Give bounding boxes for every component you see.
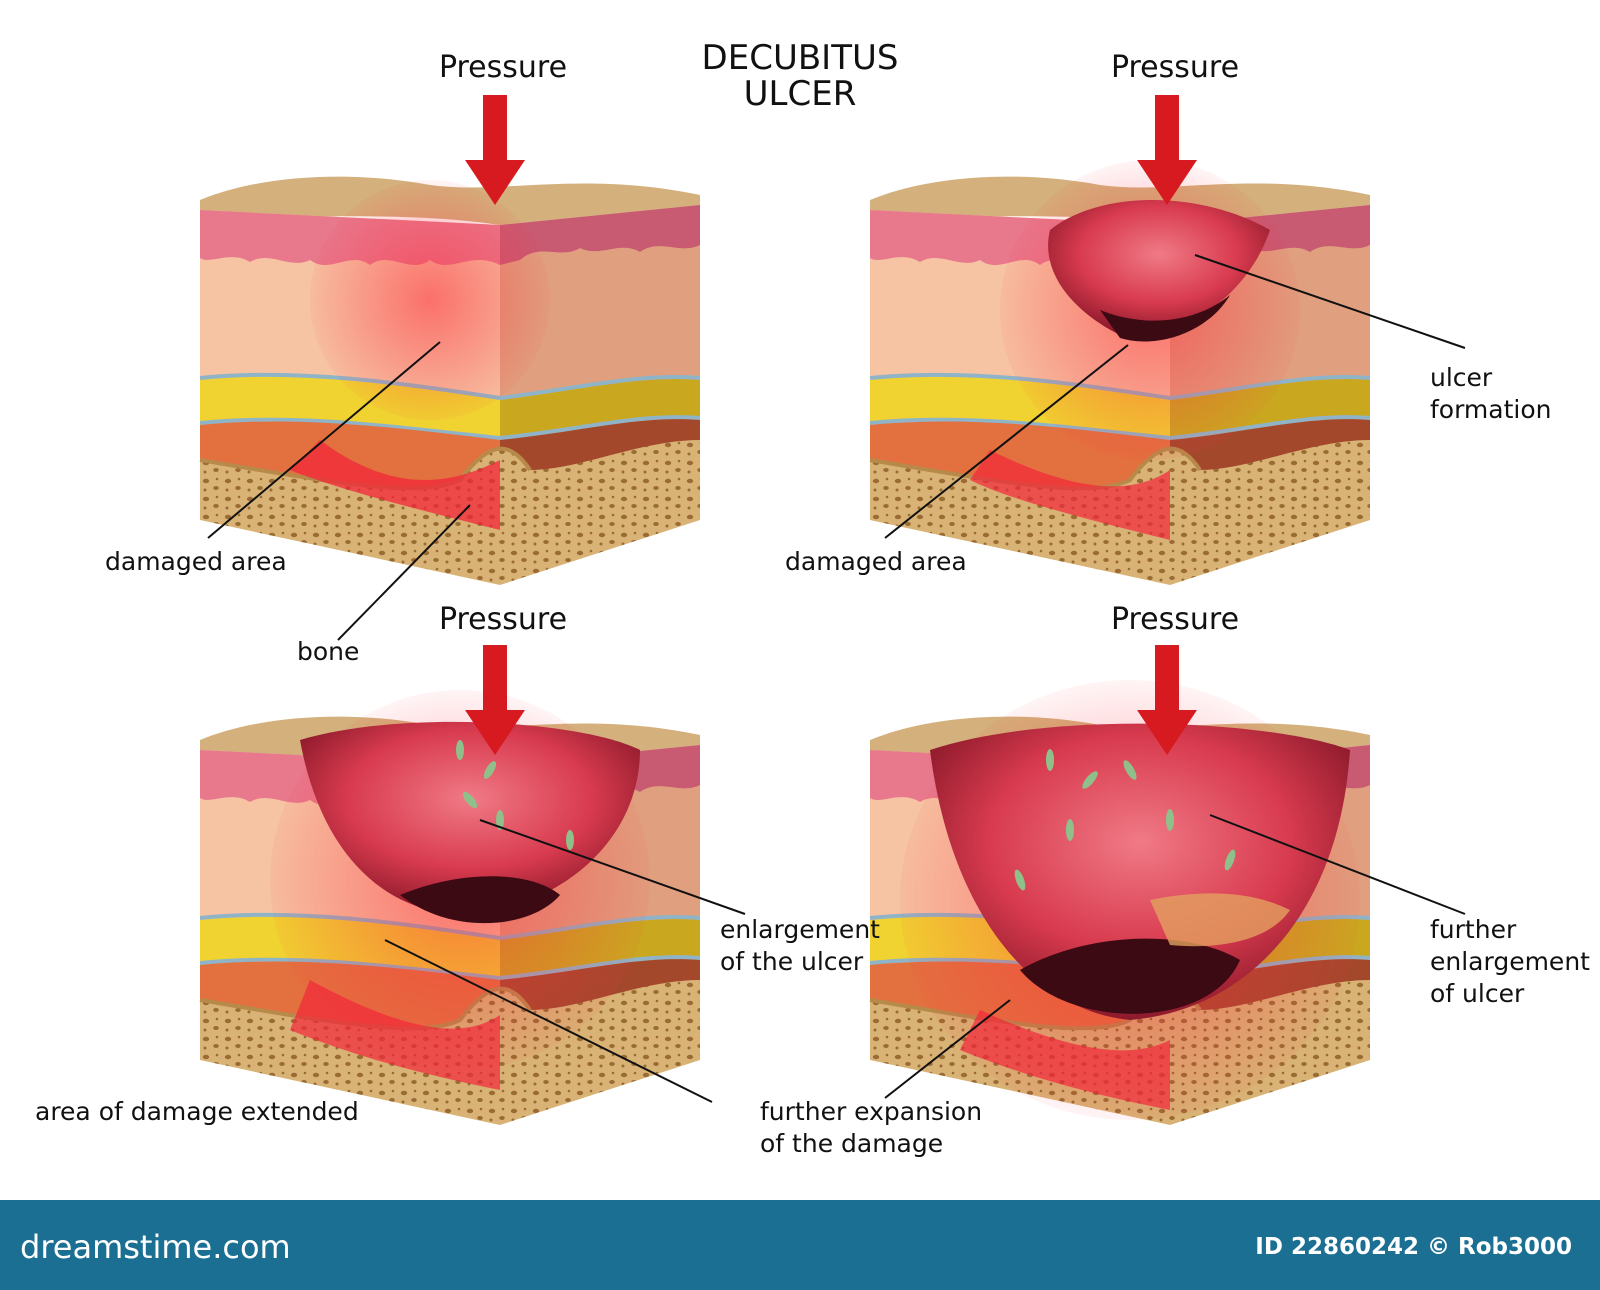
- pressure-label-4: Pressure: [1110, 602, 1240, 637]
- pressure-label-2: Pressure: [1110, 50, 1240, 85]
- label-damaged-area-2: damaged area: [785, 547, 967, 576]
- leader-lines: [207, 254, 1466, 1103]
- label-bone: bone: [297, 637, 360, 666]
- diagram-title: DECUBITUS ULCER: [650, 40, 950, 112]
- label-area-of-damage-extended: area of damage extended: [35, 1097, 359, 1126]
- footer-bar: dreamstime.com ID 22860242 © Rob3000: [0, 1200, 1600, 1290]
- footer-credit: ID 22860242 © Rob3000: [1255, 1234, 1572, 1260]
- label-further: further: [1430, 915, 1517, 944]
- label-enlargement-2: enlargement: [1430, 947, 1590, 976]
- title-line-2: ULCER: [743, 74, 857, 114]
- panel-stage-1: [198, 174, 702, 587]
- panel-stage-3: [198, 690, 702, 1127]
- label-damaged-area-1: damaged area: [105, 547, 287, 576]
- label-formation: formation: [1430, 395, 1552, 424]
- label-ulcer: ulcer: [1430, 363, 1493, 392]
- decubitus-ulcer-illustration: [198, 95, 1466, 1127]
- label-of-the-ulcer: of the ulcer: [720, 947, 864, 976]
- pressure-label-3: Pressure: [438, 602, 568, 637]
- panel-stage-4: [868, 680, 1372, 1127]
- title-line-1: DECUBITUS: [701, 38, 899, 78]
- pressure-label-1: Pressure: [438, 50, 568, 85]
- label-enlargement: enlargement: [720, 915, 880, 944]
- panel-stage-2: [868, 160, 1372, 587]
- label-further-expansion: further expansion: [760, 1097, 983, 1126]
- label-of-ulcer: of ulcer: [1430, 979, 1525, 1008]
- label-of-the-damage: of the damage: [760, 1129, 944, 1158]
- footer-site: dreamstime.com: [20, 1228, 291, 1266]
